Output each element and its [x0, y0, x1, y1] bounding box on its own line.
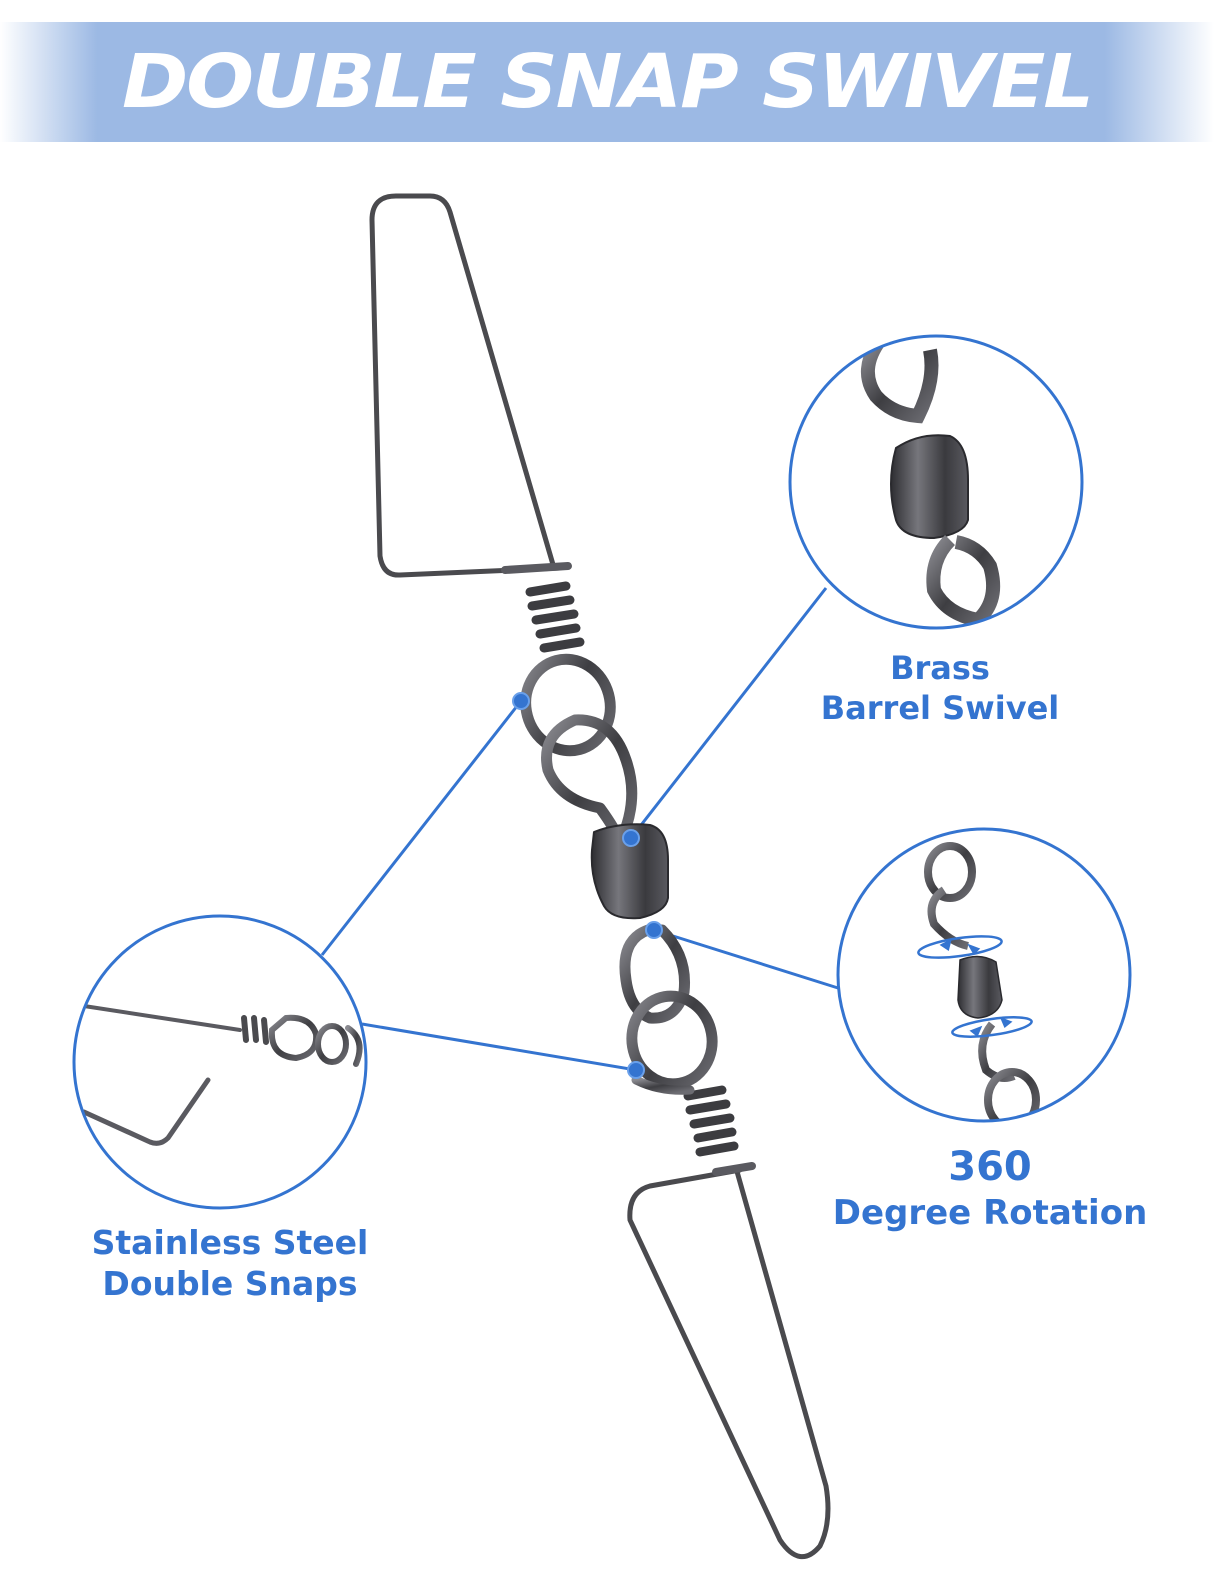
- detail-circle-barrel: [788, 334, 1084, 630]
- callout-label-stainless-steel-snaps: Stainless Steel Double Snaps: [40, 1222, 420, 1305]
- callout-line: Double Snaps: [102, 1264, 358, 1304]
- detail-circle-steel-snaps: [72, 914, 368, 1210]
- rotation-arrow-icon: [917, 935, 1033, 1038]
- page-title: DOUBLE SNAP SWIVEL: [121, 39, 1094, 125]
- callout-line: Stainless Steel: [91, 1223, 369, 1262]
- callout-line: Brass: [890, 649, 990, 687]
- callout-line: Barrel Swivel: [820, 689, 1060, 727]
- leader-lines: [320, 587, 839, 1072]
- detail-circle-rotation: [836, 827, 1132, 1123]
- callout-line: 360: [948, 1144, 1032, 1190]
- double-snap-swivel-image: [369, 193, 831, 1559]
- callout-anchor-dots: [512, 692, 663, 1079]
- callout-label-brass-barrel-swivel: Brass Barrel Swivel: [780, 648, 1100, 728]
- title-banner: [0, 22, 1214, 142]
- callout-label-rotation: 360 Degree Rotation: [800, 1142, 1180, 1235]
- callout-line: Degree Rotation: [832, 1193, 1148, 1233]
